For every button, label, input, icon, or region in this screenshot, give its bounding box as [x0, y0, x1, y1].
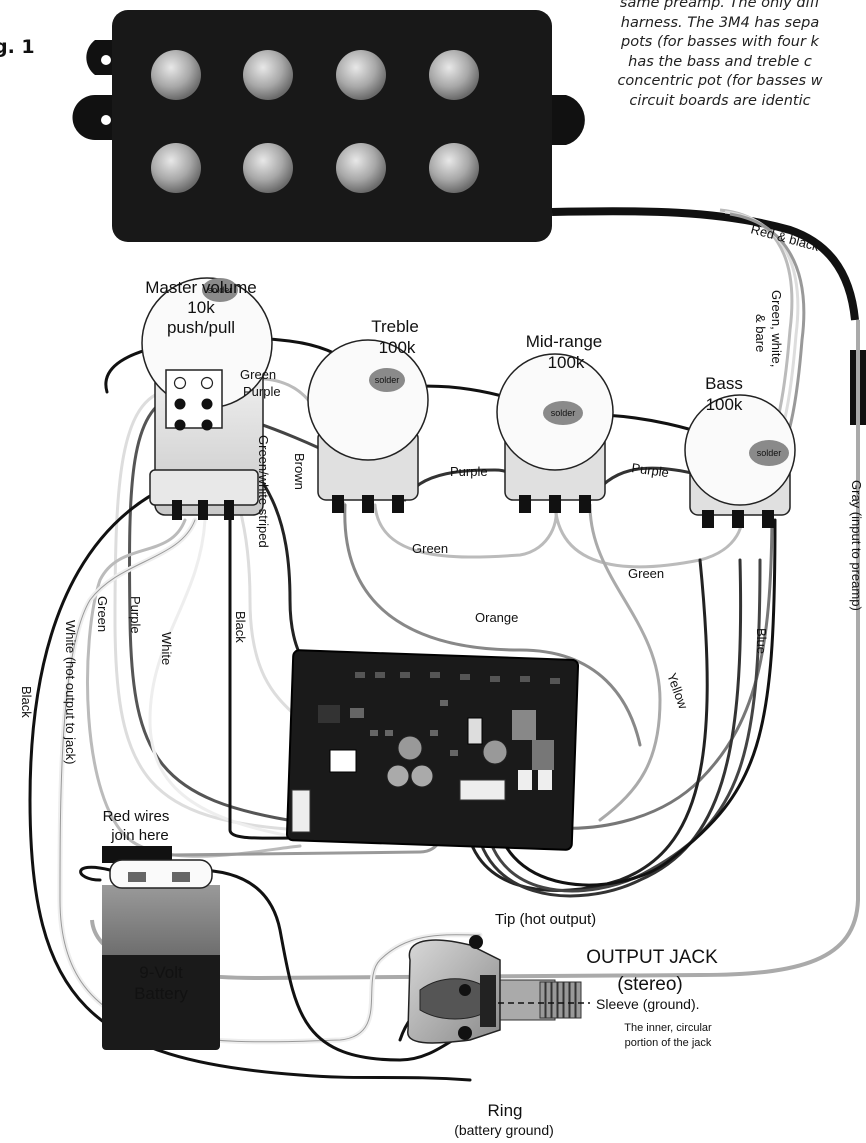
wire-label-green: Green	[240, 367, 276, 382]
solder-label: solder	[757, 448, 782, 458]
wire-label-white: White	[159, 632, 174, 665]
bass-pot-value: 100k	[706, 395, 743, 414]
wire-label-green: Green	[412, 541, 448, 556]
wire-label-green-white-bare: Green, white,	[769, 290, 784, 367]
mid-pot-label: Mid-range	[526, 332, 603, 351]
wire-label-purple: Purple	[631, 460, 670, 480]
battery-label: 9-Volt	[139, 963, 183, 982]
intro-note-line: pots (for basses with four k	[621, 34, 819, 50]
wire-label-purple: Purple	[243, 384, 281, 399]
preamp-circuit-board	[285, 649, 580, 851]
treble-pot	[307, 339, 429, 513]
wire-label-purple: Purple	[128, 596, 143, 634]
red-wires-label: Red wires	[103, 808, 170, 825]
jack-tip-label: Tip (hot output)	[495, 911, 596, 928]
intro-note-line: harness. The 3M4 has sepa	[620, 14, 820, 31]
wiring-harness	[28, 336, 777, 1082]
bass-pickup	[72, 10, 585, 242]
red-wire-join-sleeve	[102, 846, 172, 863]
output-jack	[407, 935, 582, 1044]
jack-sleeve-note: portion of the jack	[625, 1037, 712, 1049]
connector-bottom	[459, 779, 506, 801]
jack-ring-label: Ring	[488, 1101, 523, 1120]
wire-label-purple: Purple	[450, 464, 488, 479]
wire-label-gray-input: Gray (input to preamp)	[849, 480, 864, 611]
jack-title: OUTPUT JACK	[586, 947, 718, 968]
connector-left	[291, 789, 311, 833]
solder-label: solder	[208, 285, 233, 295]
mid-pot-value: 100k	[548, 353, 585, 372]
wire-label-green-white-bare: & bare	[753, 314, 768, 352]
red-wires-label: join here	[110, 827, 169, 844]
nine-volt-battery	[102, 859, 220, 1050]
jack-ring-note: (battery ground)	[454, 1122, 554, 1138]
jack-sleeve-label: Sleeve (ground).	[596, 996, 700, 1012]
wire-label-blue: Blue	[754, 628, 769, 654]
battery-label: Battery	[134, 984, 188, 1003]
figure-label: g. 1	[0, 36, 35, 58]
solder-label: solder	[551, 408, 576, 418]
wire-label-white-hot-output: White (hot output to jack)	[63, 620, 78, 765]
mid-range-pot	[496, 353, 614, 513]
pickup-body	[112, 10, 552, 242]
solder-label: solder	[375, 375, 400, 385]
pickup-mount-ear-left-bottom	[72, 95, 120, 140]
wire-label-black: Black	[233, 611, 248, 643]
solder-blob	[749, 440, 789, 466]
jack-subtitle: (stereo)	[617, 974, 682, 995]
intro-note-line: circuit boards are identic	[629, 92, 811, 109]
intro-note-line: concentric pot (for basses w	[617, 73, 823, 89]
master-pot-label: Master volume	[145, 278, 256, 297]
wire-label-black: Black	[19, 686, 34, 718]
battery-clip	[109, 859, 213, 889]
wire-label-green: Green	[95, 596, 110, 632]
pickup-cable	[551, 207, 859, 321]
solder-blob	[202, 278, 238, 302]
jack-sleeve-note: The inner, circular	[624, 1022, 712, 1034]
intro-note-line: same preamp. The only diff	[619, 0, 821, 11]
treble-pot-label: Treble	[371, 317, 419, 336]
wire-label-orange: Orange	[475, 610, 518, 625]
intro-note-line: has the bass and treble c	[628, 53, 812, 70]
intro-note: same preamp. The only diff harness. The …	[570, 0, 866, 111]
solder-blob	[369, 368, 405, 392]
master-pot-value: 10k	[187, 298, 215, 317]
bass-pot-label: Bass	[705, 374, 743, 393]
wire-label-green-white-striped: Green/white striped	[256, 435, 271, 548]
master-pot-type: push/pull	[167, 318, 235, 337]
bass-pot	[684, 394, 796, 528]
wire-label-yellow: Yellow	[664, 671, 691, 712]
master-volume-pot	[141, 277, 273, 520]
push-pull-switch	[165, 369, 223, 429]
wire-label-green: Green	[628, 566, 664, 581]
solder-blob	[543, 401, 583, 425]
pickup-mount-ear-right	[548, 95, 585, 145]
wire-label-brown: Brown	[292, 453, 307, 490]
treble-pot-value: 100k	[379, 338, 416, 357]
pickup-pole-pieces	[151, 50, 479, 193]
